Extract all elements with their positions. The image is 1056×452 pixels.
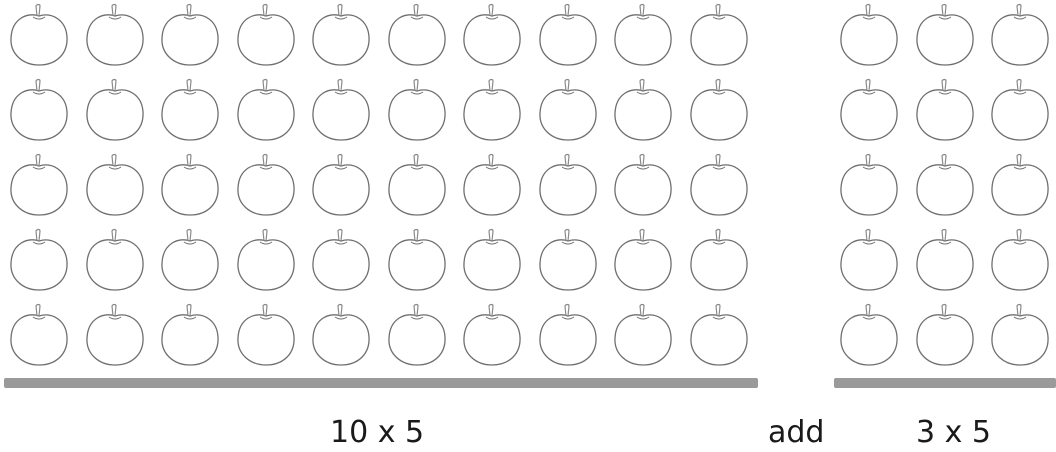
apple-icon	[233, 227, 299, 293]
apple-icon	[912, 302, 978, 368]
apple-icon	[233, 302, 299, 368]
apple-icon	[610, 302, 676, 368]
apple-icon	[535, 77, 601, 143]
apple-icon	[233, 2, 299, 68]
apple-icon	[6, 152, 72, 218]
apple-icon	[836, 227, 902, 293]
apple-icon	[308, 302, 374, 368]
apple-icon	[82, 152, 148, 218]
apple-icon	[836, 77, 902, 143]
apple-icon	[157, 77, 223, 143]
apple-icon	[157, 152, 223, 218]
apple-icon	[308, 152, 374, 218]
apple-icon	[459, 2, 525, 68]
apple-icon	[157, 227, 223, 293]
apple-icon	[686, 77, 752, 143]
right-group-bar	[834, 378, 1056, 388]
apple-icon	[6, 227, 72, 293]
apple-icon	[459, 302, 525, 368]
left-group-label: 10 x 5	[330, 418, 424, 448]
apple-icon	[459, 152, 525, 218]
apple-icon	[912, 77, 978, 143]
left-group-bar	[4, 378, 758, 388]
apple-icon	[308, 77, 374, 143]
apple-icon	[610, 2, 676, 68]
apple-icon	[686, 2, 752, 68]
apple-icon	[82, 2, 148, 68]
apple-icon	[987, 302, 1053, 368]
apple-icon	[686, 227, 752, 293]
apple-icon	[459, 227, 525, 293]
apple-icon	[459, 77, 525, 143]
apple-icon	[233, 152, 299, 218]
apple-icon	[987, 227, 1053, 293]
apple-icon	[610, 227, 676, 293]
apple-icon	[836, 152, 902, 218]
apple-icon	[384, 302, 450, 368]
apple-icon	[836, 2, 902, 68]
apple-icon	[6, 2, 72, 68]
apple-icon	[308, 2, 374, 68]
apple-icon	[6, 302, 72, 368]
apple-icon	[535, 2, 601, 68]
apple-icon	[157, 2, 223, 68]
apple-icon	[308, 227, 374, 293]
apple-icon	[610, 77, 676, 143]
apple-icon	[987, 2, 1053, 68]
apple-icon	[384, 77, 450, 143]
apple-icon	[82, 227, 148, 293]
right-group-label: 3 x 5	[916, 418, 991, 448]
apple-icon	[912, 227, 978, 293]
apple-icon	[82, 77, 148, 143]
apple-icon	[535, 227, 601, 293]
apple-icon	[535, 302, 601, 368]
apple-icon	[82, 302, 148, 368]
apple-icon	[157, 302, 223, 368]
apple-icon	[686, 302, 752, 368]
apple-icon	[384, 227, 450, 293]
apple-icon	[6, 77, 72, 143]
apple-icon	[384, 152, 450, 218]
apple-icon	[987, 77, 1053, 143]
apple-icon	[836, 302, 902, 368]
apple-icon	[912, 152, 978, 218]
apple-icon	[912, 2, 978, 68]
apple-icon	[610, 152, 676, 218]
apple-icon	[384, 2, 450, 68]
apple-icon	[987, 152, 1053, 218]
operator-label: add	[768, 418, 824, 448]
apple-icon	[233, 77, 299, 143]
apple-icon	[686, 152, 752, 218]
apple-icon	[535, 152, 601, 218]
